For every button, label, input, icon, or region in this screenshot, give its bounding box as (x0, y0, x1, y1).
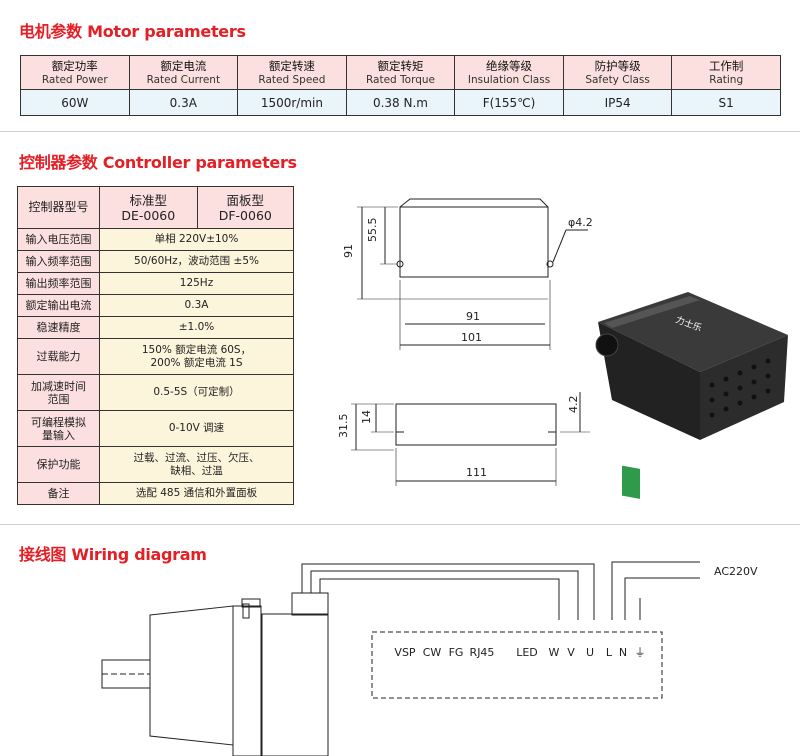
terminal-label: N (619, 646, 627, 659)
model-panel-name: 面板型 (226, 192, 265, 208)
motor-section-title: 电机参数 Motor parameters (19, 22, 246, 41)
motor-value-cell: IP54 (562, 89, 673, 116)
controller-row-label: 加减速时间范围 (17, 374, 100, 411)
motor-header-en: Rating (709, 73, 744, 86)
controller-row-label: 过载能力 (17, 338, 100, 375)
controller-row-value: 过载、过流、过压、欠压、缺相、过温 (99, 446, 294, 483)
divider (0, 524, 800, 525)
motor-header-zh: 额定转矩 (377, 58, 424, 73)
controller-row-value: 单相 220V±10% (99, 228, 294, 251)
model-panel: 面板型 DF-0060 (196, 186, 295, 229)
motor-header-en: Rated Power (41, 73, 108, 86)
controller-row-label: 可编程模拟量输入 (17, 410, 100, 447)
motor-value-cell: 1500r/min (237, 89, 347, 116)
motor-header-zh: 工作制 (708, 58, 744, 73)
motor-header-en: Rated Current (146, 73, 221, 86)
model-standard-name: 标准型 (129, 192, 168, 208)
model-panel-code: DF-0060 (218, 207, 272, 223)
motor-value-cell: S1 (671, 89, 781, 116)
controller-model-label: 控制器型号 (17, 186, 100, 229)
terminal-label: FG (449, 646, 464, 659)
terminal-label: LED (516, 646, 538, 659)
controller-parameters-table: 控制器型号 标准型 DE-0060 面板型 DF-0060 输入电压范围单相 2… (17, 186, 295, 505)
terminal-label: ⏚ (635, 646, 646, 659)
motor-header-zh: 额定转速 (268, 58, 315, 73)
motor-header-zh: 额定功率 (51, 58, 98, 73)
motor-value-cell: 60W (20, 89, 130, 116)
controller-row-value: 选配 485 通信和外置面板 (99, 482, 294, 505)
motor-header-zh: 额定电流 (160, 58, 207, 73)
motor-header-zh: 绝缘等级 (486, 58, 533, 73)
terminal-label: RJ45 (470, 646, 495, 659)
motor-header-en: Insulation Class (467, 73, 551, 86)
controller-row-value: 50/60Hz，波动范围 ±5% (99, 250, 294, 273)
wiring-section-title: 接线图 Wiring diagram (19, 545, 207, 564)
model-standard: 标准型 DE-0060 (99, 186, 198, 229)
motor-header-en: Safety Class (585, 73, 650, 86)
terminal-label: V (567, 646, 575, 659)
controller-row-label: 备注 (17, 482, 100, 505)
controller-row: 稳速精度±1.0% (17, 316, 294, 339)
controller-row: 备注选配 485 通信和外置面板 (17, 482, 294, 505)
terminal-label: CW (423, 646, 442, 659)
terminal-label: L (606, 646, 613, 659)
motor-housing (232, 605, 262, 756)
controller-header-row: 控制器型号 标准型 DE-0060 面板型 DF-0060 (17, 186, 295, 229)
controller-row: 保护功能过载、过流、过压、欠压、缺相、过温 (17, 446, 294, 483)
terminal-label: VSP (394, 646, 416, 659)
supply-label: AC220V (714, 565, 758, 578)
motor-header-en: Rated Torque (365, 73, 435, 86)
terminal-label: W (549, 646, 560, 659)
terminal-label: U (586, 646, 594, 659)
controller-box (371, 631, 663, 699)
motor-header-zh: 防护等级 (594, 58, 641, 73)
controller-row-value: 0.5-5S（可定制） (99, 374, 294, 411)
motor-flange (149, 605, 234, 746)
divider (0, 131, 800, 132)
motor-terminal-box (261, 613, 329, 756)
controller-row-label: 保护功能 (17, 446, 100, 483)
controller-row-label: 额定输出电流 (17, 294, 100, 317)
controller-row: 输入电压范围单相 220V±10% (17, 228, 294, 251)
motor-value-cell: 0.3A (128, 89, 239, 116)
controller-row-value: ±1.0% (99, 316, 294, 339)
controller-section-title: 控制器参数 Controller parameters (19, 153, 297, 172)
motor-value-cell: F(155℃) (454, 89, 564, 116)
controller-row-value: 125Hz (99, 272, 294, 295)
motor-header-en: Rated Speed (258, 73, 326, 86)
model-standard-code: DE-0060 (121, 207, 176, 223)
motor-value-cell: 0.38 N.m (345, 89, 456, 116)
controller-row-value: 0.3A (99, 294, 294, 317)
